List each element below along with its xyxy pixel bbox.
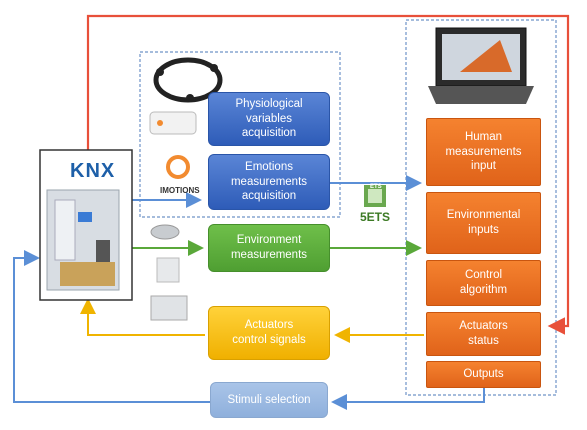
physiological-variables-block: Physiological variables acquisition: [208, 92, 330, 146]
human-measurements-input-block: Human measurements input: [426, 118, 541, 186]
ets-logo: [364, 185, 386, 207]
knx-logo: KNX: [70, 160, 116, 182]
arrow-stimuli-to-booth: [13, 250, 210, 403]
outputs-block: Outputs: [426, 361, 541, 388]
environment-sensor-images: [150, 224, 188, 321]
red-feedback-line: [86, 14, 570, 335]
emotions-measurements-block: Emotions measurements acquisition: [208, 154, 330, 210]
environment-measurements-block: Environment measurements: [208, 224, 330, 272]
eeg-headset-image: [153, 57, 223, 103]
booth-illustration: [39, 149, 133, 301]
ets5-label: 5ETS: [360, 210, 391, 224]
actuators-status-block: Actuators status: [426, 312, 541, 356]
sensor-device-image: [149, 111, 197, 135]
stimuli-selection-block: Stimuli selection: [210, 382, 328, 418]
arrow-actuators-to-booth: [80, 298, 205, 336]
computer-dashed-box: [405, 19, 557, 396]
imotions-logo: [166, 155, 190, 179]
sensing-dashed-box: [139, 51, 341, 218]
control-algorithm-block: Control algorithm: [426, 260, 541, 306]
environmental-inputs-block: Environmental inputs: [426, 192, 541, 254]
actuators-control-signals-block: Actuators control signals: [208, 306, 330, 360]
laptop-image: [428, 27, 534, 104]
imotions-label: IMOTIONS: [160, 186, 200, 195]
arrow-outputs-to-stimuli: [331, 388, 485, 410]
ets-label: ETS: [370, 184, 382, 190]
